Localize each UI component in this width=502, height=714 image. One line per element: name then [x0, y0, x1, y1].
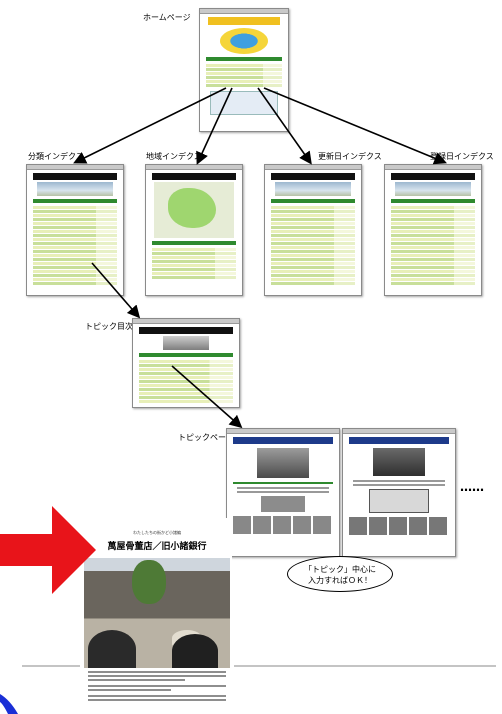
- big-red-arrow: [0, 506, 96, 594]
- callout-line-1: 「トピック」中心に: [304, 565, 376, 574]
- arrow-toc-to-topic: [171, 365, 243, 429]
- callout-bubble: 「トピック」中心に 入力すればＯＫ！: [287, 556, 393, 592]
- topic-toc-thumbnail: [132, 318, 240, 408]
- arrow-home-to-map: [196, 87, 233, 165]
- topic-page-thumbnail-1: [226, 428, 340, 557]
- article-caption: わたしたちの街かど小諸編: [133, 530, 181, 535]
- topic-page-thumbnail-2: [342, 428, 456, 557]
- article-title: 萬屋骨董店／旧小諸銀行: [107, 542, 207, 552]
- label-register-index: 登録日インデクス: [430, 152, 494, 161]
- arrow-home-to-update: [257, 87, 312, 165]
- arrow-home-to-category: [73, 87, 227, 164]
- blue-arc-decoration: [0, 694, 18, 714]
- register-index-thumbnail: [384, 164, 482, 296]
- category-index-thumbnail: [26, 164, 124, 296]
- label-category-index: 分類インデクス: [28, 152, 84, 161]
- callout-line-2: 入力すればＯＫ！: [308, 576, 372, 585]
- label-topic-toc: トピック目次: [85, 322, 133, 331]
- label-home: ホームページ: [143, 13, 191, 22]
- arrow-category-to-toc: [91, 262, 141, 319]
- ellipsis: ……: [460, 480, 484, 494]
- update-index-thumbnail: [264, 164, 362, 296]
- label-topic-page: トピックページ: [178, 433, 234, 442]
- article-page-enlarged: わたしたちの街かど小諸編 萬屋骨董店／旧小諸銀行: [82, 518, 232, 714]
- label-update-index: 更新日インデクス: [318, 152, 382, 161]
- label-map-index: 地域インデクス: [146, 152, 202, 161]
- article-photo: [84, 558, 230, 668]
- map-index-thumbnail: [145, 164, 243, 296]
- arrow-home-to-register: [263, 87, 447, 165]
